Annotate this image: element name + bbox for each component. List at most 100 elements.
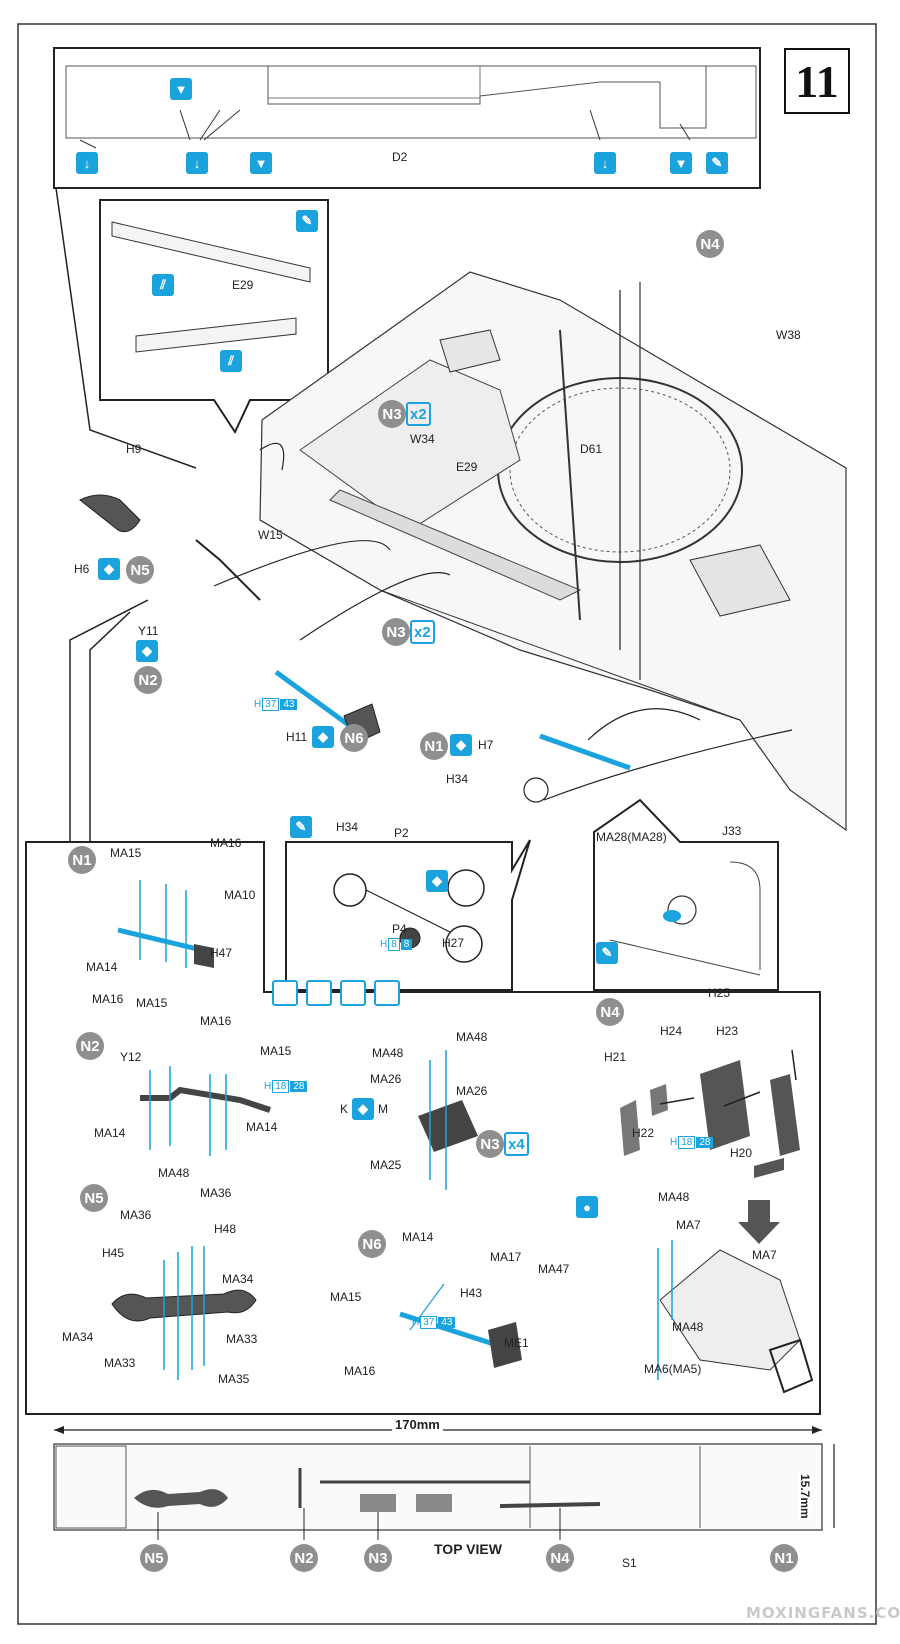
part-label-h27: H27 (442, 936, 465, 950)
part-label-ma34: MA34 (222, 1272, 254, 1286)
part-label-h34: H34 (446, 772, 469, 786)
bend-icon: ⫽ (220, 350, 242, 372)
dimension-height: 15.7mm (798, 1474, 812, 1519)
part-label-ma15: MA15 (110, 846, 142, 860)
part-label-ma14: MA14 (402, 1230, 434, 1244)
thin-part-icon: ◆ (98, 558, 120, 580)
part-label-h48: H48 (214, 1222, 237, 1236)
step-number: 11 (784, 48, 850, 114)
quantity-badge: x4 (504, 1132, 529, 1156)
bend-icon: ⫽ (152, 274, 174, 296)
step-badge-n1: N1 (68, 846, 96, 874)
part-label-ma36: MA36 (120, 1208, 152, 1222)
upward-icon (374, 980, 400, 1006)
part-label-ma15: MA15 (260, 1044, 292, 1058)
part-label-ma26: MA26 (456, 1084, 488, 1098)
part-label-ma15: MA15 (330, 1290, 362, 1304)
paint-code-a: 37 (420, 1316, 438, 1329)
step-badge-n2: N2 (134, 666, 162, 694)
glue-icon: ✎ (706, 152, 728, 174)
paint-code-b: 28 (696, 1137, 714, 1148)
part-label-ma47: MA47 (538, 1262, 570, 1276)
part-label-s1: S1 (622, 1556, 637, 1570)
part-label-m: M (378, 1102, 388, 1116)
part-label-h20: H20 (730, 1146, 753, 1160)
watermark: MOXINGFANS.COM (746, 1604, 900, 1622)
part-label-ma16: MA16 (344, 1364, 376, 1378)
part-label-ma16: MA16 (92, 992, 124, 1006)
cut-icon: ▼ (170, 78, 192, 100)
part-label-ma48: MA48 (372, 1046, 404, 1060)
part-label-h21: H21 (604, 1050, 627, 1064)
part-label-h45: H45 (102, 1246, 125, 1260)
paint-prefix: H (412, 1317, 420, 1328)
part-label-ma25: MA25 (370, 1158, 402, 1172)
paint-code: H 18 28 (670, 1136, 714, 1149)
part-label-h23: H23 (716, 1024, 739, 1038)
part-label-ma7: MA7 (676, 1218, 701, 1232)
step-badge-n4: N4 (596, 998, 624, 1026)
part-label-j33: J33 (722, 824, 742, 838)
paint-code-b: 43 (280, 699, 298, 710)
paint-prefix: H (254, 699, 262, 710)
drill-hole-icon: ↓ (186, 152, 208, 174)
step-badge-n5: N5 (126, 556, 154, 584)
part-label-ma33: MA33 (226, 1332, 258, 1346)
step-badge-n3: N3 (476, 1130, 504, 1158)
part-label-ma16: MA16 (210, 836, 242, 850)
top-view-title: TOP VIEW (434, 1541, 502, 1557)
quantity-badge: x2 (410, 620, 435, 644)
paint-code: H 37 43 (254, 698, 298, 711)
part-label-ma14: MA14 (86, 960, 118, 974)
part-label-ma48: MA48 (158, 1166, 190, 1180)
part-label-ma34: MA34 (62, 1330, 94, 1344)
part-label-p2: P2 (394, 826, 409, 840)
part-label-ma14: MA14 (246, 1120, 278, 1134)
paint-code: H 37 43 (412, 1316, 456, 1329)
step-badge-n5: N5 (140, 1544, 168, 1572)
liquid-glue-icon (306, 980, 332, 1006)
paint-code-b: 8 (400, 939, 413, 950)
paint-code: H 18 28 (264, 1080, 308, 1093)
part-label-y11: Y11 (138, 624, 159, 638)
drill-hole-icon: ↓ (76, 152, 98, 174)
part-label-ma35: MA35 (218, 1372, 250, 1386)
part-label-h34-inset: H34 (336, 820, 359, 834)
step-badge-n4: N4 (696, 230, 724, 258)
step-badge-n2: N2 (290, 1544, 318, 1572)
part-label-e29-inset: E29 (232, 278, 254, 292)
paint-code-a: 18 (678, 1136, 696, 1149)
step-badge-n6: N6 (358, 1230, 386, 1258)
part-label-h6: H6 (74, 562, 90, 576)
cut-icon: ▼ (250, 152, 272, 174)
thin-part-icon: ◆ (450, 734, 472, 756)
part-label-me1: ME1 (504, 1336, 529, 1350)
part-label-ma48: MA48 (456, 1030, 488, 1044)
part-label-ma48: MA48 (672, 1320, 704, 1334)
cut-icon: ▼ (670, 152, 692, 174)
part-label-ma28: MA28(MA28) (596, 830, 667, 844)
thin-part-icon: ◆ (352, 1098, 374, 1120)
part-label-h9: H9 (126, 442, 142, 456)
liquid-glue-icon: ● (576, 1196, 598, 1218)
part-label-w38: W38 (776, 328, 801, 342)
step-badge-n2: N2 (76, 1032, 104, 1060)
step-badge-n6: N6 (340, 724, 368, 752)
part-label-w15: W15 (258, 528, 283, 542)
part-label-h47: H47 (210, 946, 233, 960)
part-label-k: K (340, 1102, 349, 1116)
drill-hole-icon: ↓ (594, 152, 616, 174)
part-label-d2: D2 (392, 150, 408, 164)
paint-code-a: 18 (272, 1080, 290, 1093)
step-badge-n5: N5 (80, 1184, 108, 1212)
thin-part-icon: ◆ (312, 726, 334, 748)
paint-code: H 8 8 (380, 938, 413, 951)
step-badge-n3: N3 (378, 400, 406, 428)
step-badge-n3: N3 (364, 1544, 392, 1572)
paint-code-b: 43 (438, 1317, 456, 1328)
part-label-y12: Y12 (120, 1050, 142, 1064)
part-label-ma48: MA48 (658, 1190, 690, 1204)
step-badge-n4: N4 (546, 1544, 574, 1572)
part-label-ma16: MA16 (200, 1014, 232, 1028)
part-label-e29: E29 (456, 460, 478, 474)
